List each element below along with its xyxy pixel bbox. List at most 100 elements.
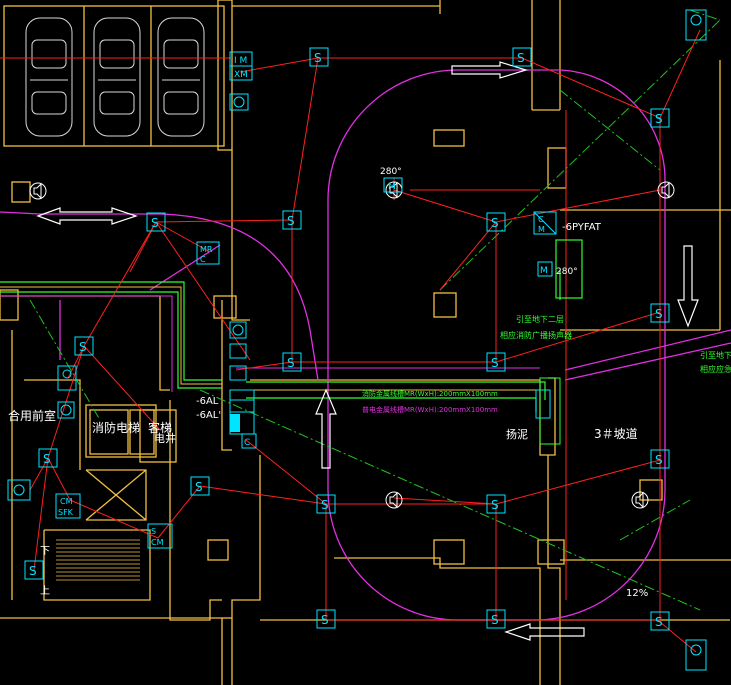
vehicle-ramp [0, 69, 731, 621]
svg-text:S: S [151, 527, 156, 536]
svg-text:S: S [43, 452, 51, 466]
smoke-detector-icon[interactable]: S [650, 303, 670, 323]
panel-fill [230, 414, 240, 432]
smoke-detector-icon[interactable]: S [74, 336, 94, 356]
camera-icon[interactable] [57, 365, 77, 391]
smoke-detector-icon[interactable]: S [486, 352, 506, 372]
label-room-electrical-shaft: 电井 [154, 431, 176, 445]
speaker-icon[interactable] [631, 491, 649, 509]
label-damper-280a: 280° [380, 167, 402, 177]
smoke-detector-icon[interactable]: S [486, 609, 506, 629]
smoke-detector-icon[interactable]: S [24, 560, 44, 580]
traffic-arrow-left-bottom [504, 623, 585, 641]
module-box-icon[interactable]: XM [229, 65, 253, 81]
module-box-icon[interactable] [229, 365, 247, 381]
fan-controller-icon[interactable]: CM [533, 211, 557, 235]
svg-text:S: S [29, 564, 37, 578]
module-box-icon[interactable]: CM SFK [55, 493, 81, 519]
label-bus-6al: -6AL [196, 396, 219, 407]
svg-text:S: S [517, 51, 525, 65]
module-box-icon[interactable]: SCM [147, 523, 173, 549]
module-round-icon[interactable] [57, 401, 75, 419]
parked-car-3 [157, 17, 205, 137]
label-room-pump: 扬泥 [506, 427, 528, 441]
smoke-detector-icon[interactable]: S [190, 476, 210, 496]
svg-text:S: S [287, 356, 295, 370]
pump-pit [539, 377, 561, 445]
svg-text:S: S [655, 307, 663, 321]
svg-text:S: S [491, 356, 499, 370]
label-note-2: 相应消防广播扬声器 [500, 330, 572, 340]
speaker-icon[interactable] [385, 491, 403, 509]
smoke-detector-icon[interactable]: S [486, 212, 506, 232]
smoke-detector-icon[interactable]: S [282, 210, 302, 230]
smoke-detector-icon[interactable]: S [512, 47, 532, 67]
magenta-trays [0, 295, 540, 392]
smoke-detector-icon[interactable]: S [650, 449, 670, 469]
label-bus-6al-prime: -6AL' [196, 410, 221, 421]
parked-car-2 [93, 17, 141, 137]
stair-treads [56, 539, 140, 581]
smoke-detector-icon[interactable]: S [650, 611, 670, 631]
svg-text:S: S [321, 498, 329, 512]
svg-text:S: S [491, 613, 499, 627]
smoke-detectors: S S S S S S S S S S S S S S S S S S S [24, 47, 670, 631]
label-stair-up: 上 [40, 585, 50, 597]
svg-text:S: S [151, 216, 159, 230]
module-box-icon[interactable] [535, 389, 551, 419]
svg-text:I M: I M [234, 56, 247, 66]
svg-text:S: S [314, 51, 322, 65]
smoke-detector-icon[interactable]: S [650, 108, 670, 128]
label-slope: 12% [626, 588, 648, 599]
svg-text:M: M [540, 266, 548, 276]
speaker-icon[interactable] [29, 182, 47, 200]
svg-text:C: C [200, 255, 206, 264]
svg-text:S: S [321, 613, 329, 627]
module-box-icon[interactable]: I M [229, 51, 253, 67]
parked-car-1 [25, 17, 73, 137]
module-box-icon[interactable]: M [537, 261, 553, 277]
fire-alarm-wiring [0, 29, 701, 653]
svg-text:SFK: SFK [58, 508, 74, 517]
module-box-icon[interactable]: MRC [196, 241, 220, 265]
smoke-detector-icon[interactable]: S [486, 494, 506, 514]
label-tray-2: 普电金属线槽MR(WxH):200mmX100mm [362, 405, 498, 414]
svg-text:C: C [538, 215, 544, 224]
module-box-icon[interactable]: C [241, 433, 257, 449]
svg-text:S: S [655, 615, 663, 629]
svg-text:M: M [388, 182, 396, 192]
label-fan-pyfat: -6PYFAT [562, 222, 602, 233]
label-note-3: 引至地下 [700, 350, 731, 360]
smoke-detector-icon[interactable]: S [316, 609, 336, 629]
svg-text:XM: XM [234, 70, 248, 80]
svg-text:S: S [491, 498, 499, 512]
smoke-detector-icon[interactable]: S [309, 47, 329, 67]
svg-text:S: S [195, 480, 203, 494]
module-box-icon[interactable] [7, 479, 31, 501]
module-box-icon[interactable] [229, 343, 247, 359]
svg-text:M: M [538, 225, 545, 234]
svg-text:S: S [287, 214, 295, 228]
smoke-detector-icon[interactable]: S [38, 448, 58, 468]
label-note-4: 相应应急 [700, 364, 731, 374]
speaker-icon[interactable] [657, 181, 675, 199]
traffic-arrow-down-right [677, 245, 699, 328]
module-round-icon[interactable] [229, 321, 247, 339]
svg-text:S: S [655, 112, 663, 126]
label-ramp: 3＃坡道 [594, 427, 638, 441]
smoke-detector-icon[interactable]: S [282, 352, 302, 372]
drawing-labels: 合用前室 消防电梯 客梯 电井 扬泥 3＃坡道 -6AL -6AL' -6PYF… [8, 167, 731, 599]
svg-text:S: S [79, 340, 87, 354]
svg-text:CM: CM [60, 497, 73, 506]
camera-icon[interactable] [685, 9, 707, 41]
smoke-detector-icon[interactable]: S [146, 212, 166, 232]
dash-dot-lines [29, 9, 721, 611]
svg-text:S: S [655, 453, 663, 467]
camera-icon[interactable] [685, 639, 707, 671]
smoke-detector-icon[interactable]: S [316, 494, 336, 514]
module-box-icon[interactable]: M [383, 177, 403, 193]
label-damper-280b: 280° [556, 267, 578, 277]
module-round-icon[interactable] [229, 93, 249, 111]
